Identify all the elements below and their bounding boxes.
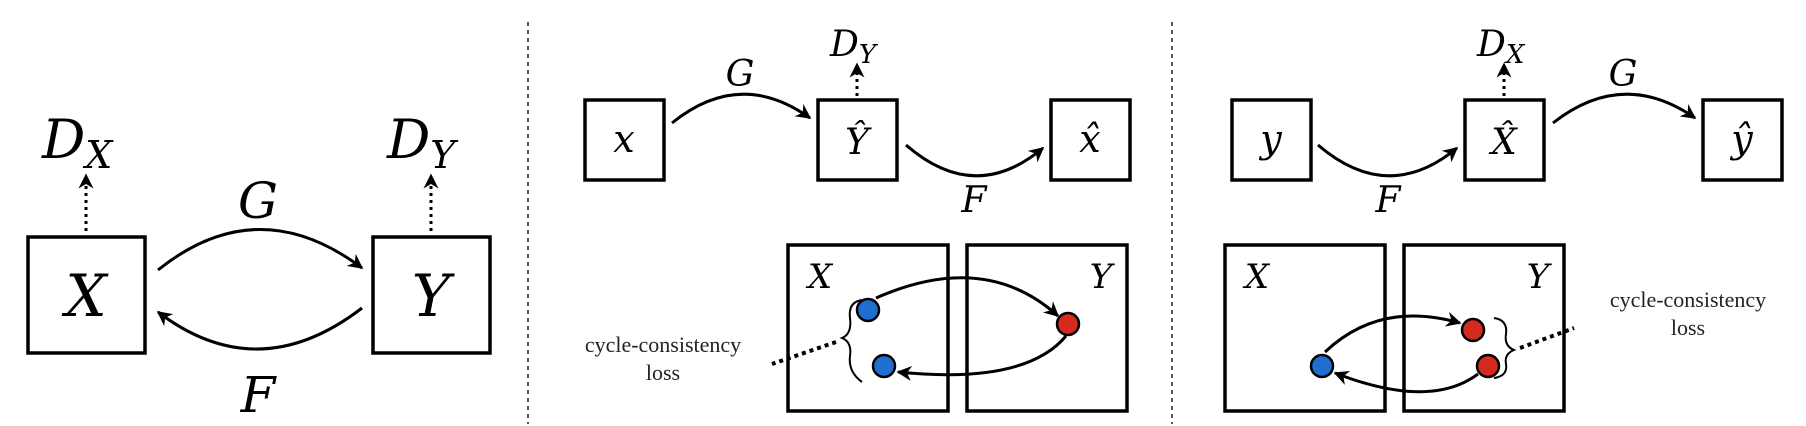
map-g-label: G	[238, 172, 278, 230]
disc-dy-label: DY	[386, 108, 459, 177]
node-x-input-label: x	[613, 117, 634, 161]
node-yhat-label: Ŷ	[845, 121, 872, 163]
map-f-arrow	[905, 143, 1045, 178]
point-blue-original	[1309, 353, 1335, 379]
cycle-loss-caption-line1: cycle-consistency	[1610, 287, 1766, 312]
node-yhat-label: ŷ	[1729, 117, 1753, 161]
node-x-input-box	[583, 98, 666, 182]
disc-dx-label: DX	[1476, 24, 1526, 70]
map-f-label: F	[240, 366, 278, 424]
domain-x-label: X	[1242, 257, 1271, 297]
panel-c: y X̂ ŷ DX F G X Y cycle-consistency	[1223, 24, 1784, 413]
map-f-label: F	[1375, 180, 1403, 221]
cycle-loss-caption-line1: cycle-consistency	[585, 332, 741, 357]
point-red-original	[1460, 317, 1486, 343]
map-g-arrow	[157, 228, 364, 272]
map-g-arrow	[1552, 92, 1697, 125]
disc-dx-label: DX	[41, 108, 114, 177]
node-y-input-box	[1230, 98, 1313, 182]
cycle-loss-caption-line2: loss	[1671, 315, 1705, 340]
cycle-forward-arrow	[1323, 312, 1462, 354]
cycle-loss-connector	[771, 340, 837, 366]
cycle-loss-connector	[1519, 326, 1575, 350]
domain-x-label: X	[805, 257, 834, 297]
node-y-box	[371, 235, 492, 355]
node-y-label: Y	[412, 262, 455, 330]
disc-dy-label: DY	[829, 24, 879, 70]
loss-brace	[1493, 317, 1517, 379]
node-xhat-label: x̂	[1079, 117, 1100, 161]
panel-b: x Ŷ x̂ DY G F X Y cycle-consistency	[583, 24, 1132, 413]
panel-a: X Y DX DY G F	[26, 108, 492, 424]
point-red-translated	[1055, 311, 1081, 337]
node-x-label: X	[61, 262, 109, 330]
node-x-box	[26, 235, 147, 355]
cycle-forward-arrow	[875, 276, 1060, 318]
map-f-arrow	[156, 306, 363, 351]
cycle-backward-arrow	[1333, 370, 1479, 394]
node-yhat-box	[816, 98, 899, 182]
map-f-arrow	[1317, 143, 1459, 178]
node-y-input-label: y	[1258, 117, 1282, 161]
map-f-label: F	[961, 180, 989, 221]
cycle-loss-caption-line2: loss	[646, 360, 680, 385]
domain-y-label: Y	[1090, 257, 1116, 297]
domain-x-box	[786, 243, 950, 413]
point-blue-reconstructed	[871, 353, 897, 379]
domain-y-box	[965, 243, 1129, 413]
loss-brace	[839, 299, 863, 383]
map-g-label: G	[1609, 54, 1638, 95]
domain-y-label: Y	[1527, 257, 1553, 297]
node-xhat-box	[1049, 98, 1132, 182]
cycle-backward-arrow	[896, 335, 1068, 381]
point-blue-original	[855, 297, 881, 323]
node-xhat-box	[1463, 98, 1546, 182]
point-red-reconstructed	[1475, 353, 1501, 379]
map-g-arrow	[671, 92, 812, 125]
node-yhat-box	[1701, 98, 1784, 182]
node-xhat-label: X̂	[1488, 120, 1518, 163]
map-g-label: G	[726, 54, 755, 95]
